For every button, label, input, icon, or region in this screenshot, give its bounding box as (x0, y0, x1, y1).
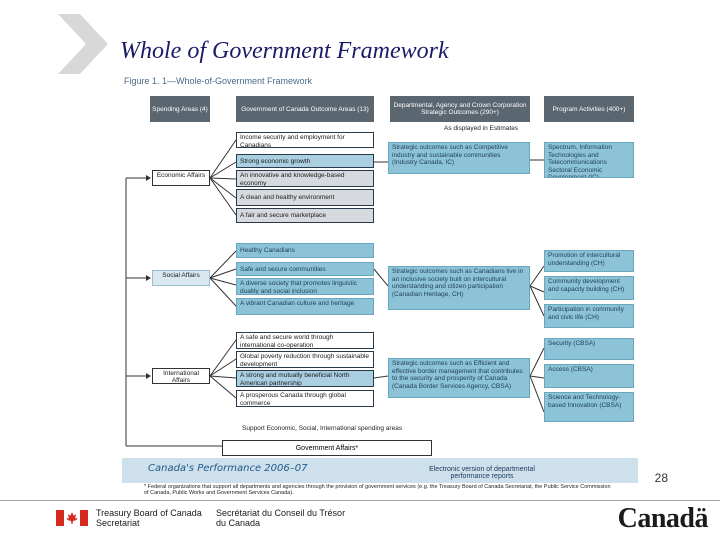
program-activity-social: Promotion of intercultural understanding… (544, 250, 634, 272)
canada-wordmark: Canadä (617, 503, 709, 534)
program-activity-social: Participation in community and civic lif… (544, 304, 634, 328)
department-name-english-line2: Secretariat (96, 518, 140, 528)
slide-title: Whole of Government Framework (120, 38, 449, 64)
department-name-english: Treasury Board of Canada Secretariat (96, 508, 202, 528)
department-name-french-line2: du Canada (216, 518, 261, 528)
program-activity-international: Science and Technology-based Innovation … (544, 392, 634, 422)
strategic-outcome-social: Strategic outcomes such as Canadians liv… (388, 266, 530, 310)
header-outcome-areas: Government of Canada Outcome Areas (13) (236, 96, 374, 122)
outcome-international: A safe and secure world through internat… (236, 332, 374, 349)
outcome-international: Global poverty reduction through sustain… (236, 351, 374, 368)
outcome-economic: A clean and healthy environment (236, 189, 374, 206)
government-affairs-box: Government Affairs* (222, 440, 432, 456)
header-program-activities: Program Activities (400+) (544, 96, 634, 122)
outcome-international: A prosperous Canada through global comme… (236, 390, 374, 407)
connector-lines (125, 139, 545, 449)
strategic-outcome-economic: Strategic outcomes such as Competitive i… (388, 142, 530, 174)
figure-caption: Figure 1. 1—Whole-of-Government Framewor… (124, 76, 313, 86)
department-name-french-line1: Secrétariat du Conseil du Trésor (216, 508, 346, 518)
spending-area-economic: Economic Affairs (152, 170, 210, 186)
support-note: Support Economic, Social, International … (242, 425, 403, 432)
performance-title: Canada's Performance 2006–07 (148, 463, 308, 474)
outcome-economic: Income security and employment for Canad… (236, 132, 374, 148)
program-activity-international: Security (CBSA) (544, 338, 634, 360)
outcome-economic: A fair and secure marketplace (236, 208, 374, 223)
electronic-version-note: Electronic version of departmental perfo… (429, 466, 535, 480)
spending-area-international: International Affairs (152, 368, 210, 384)
strategic-outcome-international: Strategic outcomes such as Efficient and… (388, 358, 530, 398)
outcome-international: A strong and mutually beneficial North A… (236, 370, 374, 387)
outcome-social: Healthy Canadians (236, 243, 374, 258)
figure-footnote: * Federal organizations that support all… (122, 483, 638, 496)
framework-figure: Figure 1. 1—Whole-of-Government Framewor… (122, 76, 638, 496)
as-displayed-note: As displayed in Estimates (444, 125, 519, 132)
footer-divider (0, 500, 720, 501)
program-activity-international: Access (CBSA) (544, 364, 634, 388)
canada-flag-icon (56, 510, 88, 526)
chevron-decoration (58, 14, 108, 74)
outcome-social: Safe and secure communities (236, 262, 374, 276)
program-activity-economic: Spectrum, Information Technologies and T… (544, 142, 634, 178)
outcome-economic: An innovative and knowledge-based econom… (236, 170, 374, 187)
page-number: 28 (654, 471, 668, 485)
department-name-french: Secrétariat du Conseil du Trésor du Cana… (216, 508, 345, 528)
program-activity-social: Community development and capacity build… (544, 276, 634, 300)
spending-area-social: Social Affairs (152, 270, 210, 286)
header-strategic-outcomes: Departmental, Agency and Crown Corporati… (390, 96, 530, 122)
outcome-economic: Strong economic growth (236, 154, 374, 168)
outcome-social: A diverse society that promotes linguist… (236, 278, 374, 295)
outcome-social: A vibrant Canadian culture and heritage (236, 298, 374, 315)
header-spending-areas: Spending Areas (4) (150, 96, 210, 122)
department-name-english-line1: Treasury Board of Canada (96, 508, 202, 518)
